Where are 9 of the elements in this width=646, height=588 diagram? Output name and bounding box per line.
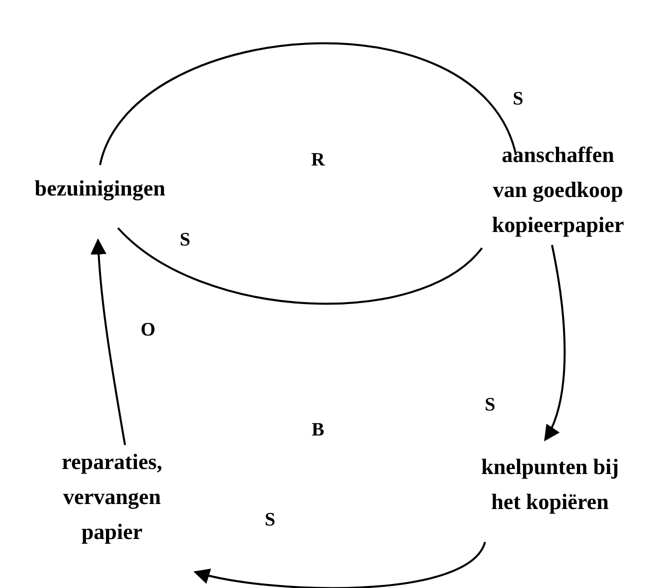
arrow <box>193 542 486 588</box>
connector-line <box>117 227 483 304</box>
arrow <box>90 238 126 446</box>
node-label: knelpunten bij het kopiëren <box>475 448 625 520</box>
node-label: aanschaffen van goedkoop kopieerpapier <box>483 137 633 243</box>
arrow <box>544 244 566 442</box>
node-label: reparaties, vervangen papier <box>42 444 182 550</box>
node-label: bezuinigingen <box>0 170 200 206</box>
connector-line <box>99 42 517 166</box>
